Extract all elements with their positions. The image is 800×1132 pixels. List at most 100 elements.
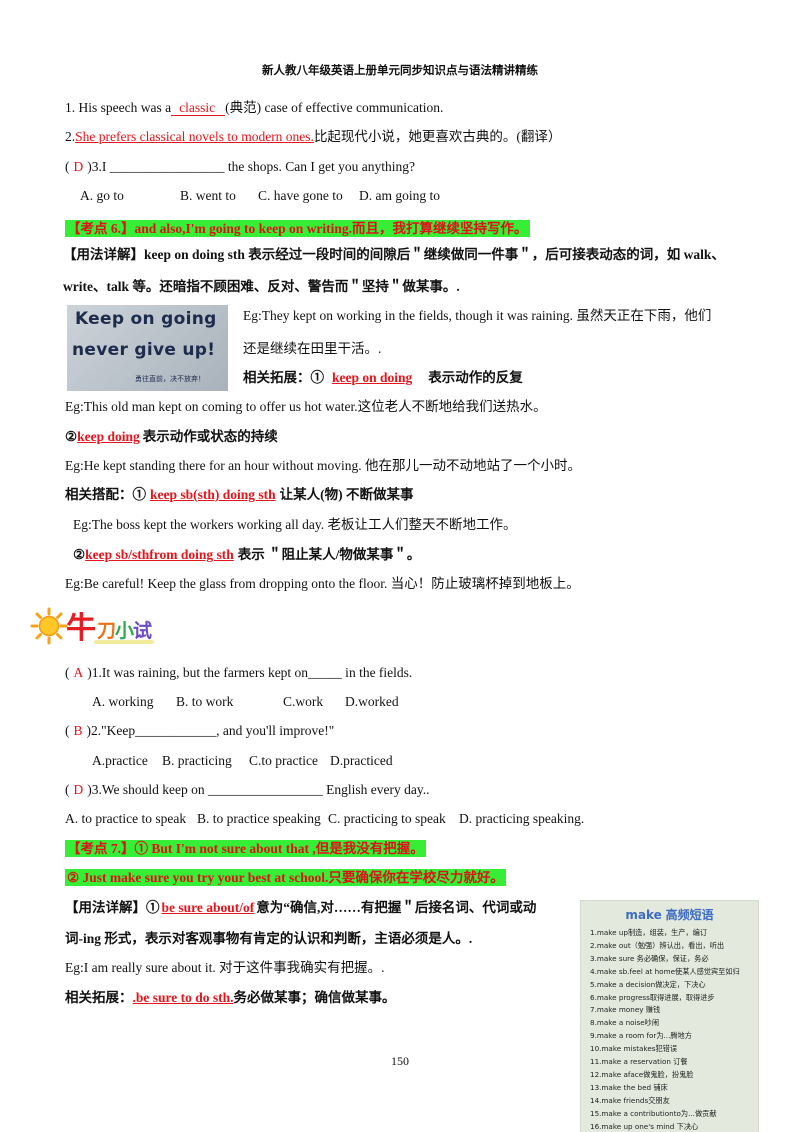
keypoint-7-example: Eg:I am really sure about it. 对于这件事我确实有把… xyxy=(65,960,385,975)
list-item: 6.make progress取得进展，取得进步 xyxy=(590,992,715,1002)
keypoint-7-usage-label: 【用法详解】① xyxy=(65,900,160,915)
list-item: 11.make a reservation 订餐 xyxy=(590,1057,688,1067)
practice-q1-open: ( xyxy=(65,665,70,680)
collocation-1-label: 相关搭配：① xyxy=(65,487,146,502)
practice-q2: (B)2."Keep____________, and you'll impro… xyxy=(65,722,334,740)
practice-title-char-1: 牛 xyxy=(66,611,96,646)
make-card-list: 1.make up制造，组装，生产，编订 2.make out（勉强）辨认出，看… xyxy=(590,927,740,1132)
page-header-title: 新人教八年级英语上册单元同步知识点与语法精讲精练 xyxy=(262,63,538,77)
practice-q1-option-d: D.worked xyxy=(345,694,399,709)
make-phrases-card: make 高频短语 1.make up制造，组装，生产，编订 2.make ou… xyxy=(580,900,759,1132)
list-item: 13.make the bed 铺床 xyxy=(590,1082,668,1092)
practice-q3-open: ( xyxy=(65,782,70,797)
practice-title-underline xyxy=(94,640,154,644)
exercise-q2: 2.She prefers classical novels to modern… xyxy=(65,128,561,146)
practice-q2-stem: )2."Keep____________, and you'll improve… xyxy=(86,723,335,738)
keypoint-7-extension: 相关拓展：.be sure to do sth.务必做某事；确信做某事。 xyxy=(65,989,396,1007)
collocation-1-meaning: 让某人(物) 不断做某事 xyxy=(279,487,414,502)
example-3: Eg:He kept standing there for an hour wi… xyxy=(65,458,581,473)
keypoint-7-usage-rest: 意为“确信,对……有把握＂后接名词、代词或动 xyxy=(256,900,537,915)
practice-q2-answer: B xyxy=(73,723,83,738)
practice-q3-option-c: C. practicing to speak xyxy=(328,811,446,826)
practice-title-char-2: 刀 xyxy=(97,620,117,642)
keypoint-7-extension-meaning: 务必做某事；确信做某事。 xyxy=(233,990,396,1005)
practice-q1-answer: A xyxy=(73,665,84,680)
keypoint-7-title1-text: 【考点 7.】① But I'm not sure about that ,但是… xyxy=(65,840,426,857)
keypoint-6-title: 【考点 6.】and also,I'm going to keep on wri… xyxy=(65,219,530,238)
exercise-q3-option-a: A. go to xyxy=(80,188,124,203)
list-item: 8.make a noise吵闹 xyxy=(590,1018,660,1028)
make-card-title-cn: 高频短语 xyxy=(665,908,714,922)
exercise-q1-suffix: (典范) case of effective communication. xyxy=(225,100,444,115)
practice-q2-option-d: D.practiced xyxy=(330,753,393,768)
exercise-q3-open: ( xyxy=(65,159,70,174)
example-1-line1: Eg:They kept on working in the fields, t… xyxy=(243,308,712,323)
collocation-2-meaning: 表示 ＂阻止某人/物做某事＂。 xyxy=(237,547,421,562)
list-item: 2.make out（勉强）辨认出，看出，听出 xyxy=(590,940,725,950)
list-item: 7.make money 赚钱 xyxy=(590,1005,661,1015)
keypoint-6-usage-line1: 【用法详解】keep on doing sth 表示经过一段时间的间隙后＂继续做… xyxy=(63,247,725,262)
practice-q3-option-a: A. to practice to speak xyxy=(65,811,187,826)
list-item: 14.make friends交朋友 xyxy=(590,1095,670,1105)
keep-image-line1: Keep on going xyxy=(75,309,217,329)
list-item: 15.make a contributionto为...做贡献 xyxy=(590,1108,717,1118)
practice-q3-option-b: B. to practice speaking xyxy=(197,811,321,826)
practice-q2-open: ( xyxy=(65,723,70,738)
collocation-2-phrase: keep sb/sthfrom doing sth xyxy=(85,547,234,562)
example-1-line2: 还是继续在田里干活。. xyxy=(243,341,382,356)
exercise-q1-answer: classic xyxy=(171,101,226,116)
example-2: Eg:This old man kept on coming to offer … xyxy=(65,399,547,414)
practice-q3-stem: )3.We should keep on _________________ E… xyxy=(87,782,430,797)
practice-q3-answer: D xyxy=(73,782,84,797)
page-number: 150 xyxy=(391,1054,409,1068)
keypoint-6-title-text: 【考点 6.】and also,I'm going to keep on wri… xyxy=(65,220,530,237)
practice-q1: (A)1.It was raining, but the farmers kep… xyxy=(65,664,412,682)
practice-q1-option-a: A. working xyxy=(92,694,154,709)
practice-q3-option-d: D. practicing speaking. xyxy=(459,811,585,826)
practice-q2-option-c: C.to practice xyxy=(249,753,318,768)
collocation-2-label: ② xyxy=(73,547,86,562)
extension-2-label: ② xyxy=(65,429,78,444)
practice-q2-option-a: A.practice xyxy=(92,753,148,768)
keypoint-7-usage-line2: 词-ing 形式，表示对客观事物有肯定的认识和判断，主语必须是人。. xyxy=(65,931,473,946)
practice-q3: (D)3.We should keep on _________________… xyxy=(65,781,429,799)
extension-1-label: 相关拓展：① xyxy=(243,370,324,385)
exercise-q3-stem: )3.I _________________ the shops. Can I … xyxy=(87,159,415,174)
example-5: Eg:Be careful! Keep the glass from dropp… xyxy=(65,576,580,591)
exercise-q3-answer: D xyxy=(73,159,84,174)
extension-2-phrase: keep doing xyxy=(77,429,140,444)
keep-image-caption: 勇往直前，决不放弃！ xyxy=(135,375,205,383)
keep-image-line2: never give up! xyxy=(72,340,216,360)
example-4: Eg:The boss kept the workers working all… xyxy=(73,517,517,532)
keypoint-7-title1: 【考点 7.】① But I'm not sure about that ,但是… xyxy=(65,839,426,858)
list-item: 10.make mistakes犯错误 xyxy=(590,1044,678,1054)
list-item: 16.make up one's mind 下决心 xyxy=(590,1121,699,1131)
sun-icon xyxy=(30,607,68,645)
list-item: 9.make a room for为...腾地方 xyxy=(590,1031,692,1041)
exercise-q3-option-c: C. have gone to xyxy=(258,188,343,203)
list-item: 5.make a decision做决定，下决心 xyxy=(590,979,706,989)
exercise-q3-option-b: B. went to xyxy=(180,188,236,203)
exercise-q1-prefix: 1. His speech was a xyxy=(65,100,172,115)
keypoint-7-title2-text: ② Just make sure you try your best at sc… xyxy=(65,869,506,886)
list-item: 12.make aface做鬼脸，扮鬼脸 xyxy=(590,1069,694,1079)
exercise-q2-answer: She prefers classical novels to modern o… xyxy=(75,129,314,144)
exercise-q3: (D)3.I _________________ the shops. Can … xyxy=(65,158,415,176)
make-card-title-en: make xyxy=(625,908,662,922)
practice-title-char-3: 小 xyxy=(115,620,135,642)
practice-q2-option-b: B. practicing xyxy=(162,753,232,768)
keypoint-7-extension-phrase: .be sure to do sth. xyxy=(132,990,234,1005)
practice-q1-stem: )1.It was raining, but the farmers kept … xyxy=(87,665,413,680)
extension-2-meaning: 表示动作或状态的持续 xyxy=(142,429,278,444)
exercise-q2-prefix: 2. xyxy=(65,129,76,144)
list-item: 1.make up制造，组装，生产，编订 xyxy=(590,928,708,937)
make-card-title: make 高频短语 xyxy=(581,906,758,923)
collocation-1-phrase: keep sb(sth) doing sth xyxy=(150,487,276,502)
